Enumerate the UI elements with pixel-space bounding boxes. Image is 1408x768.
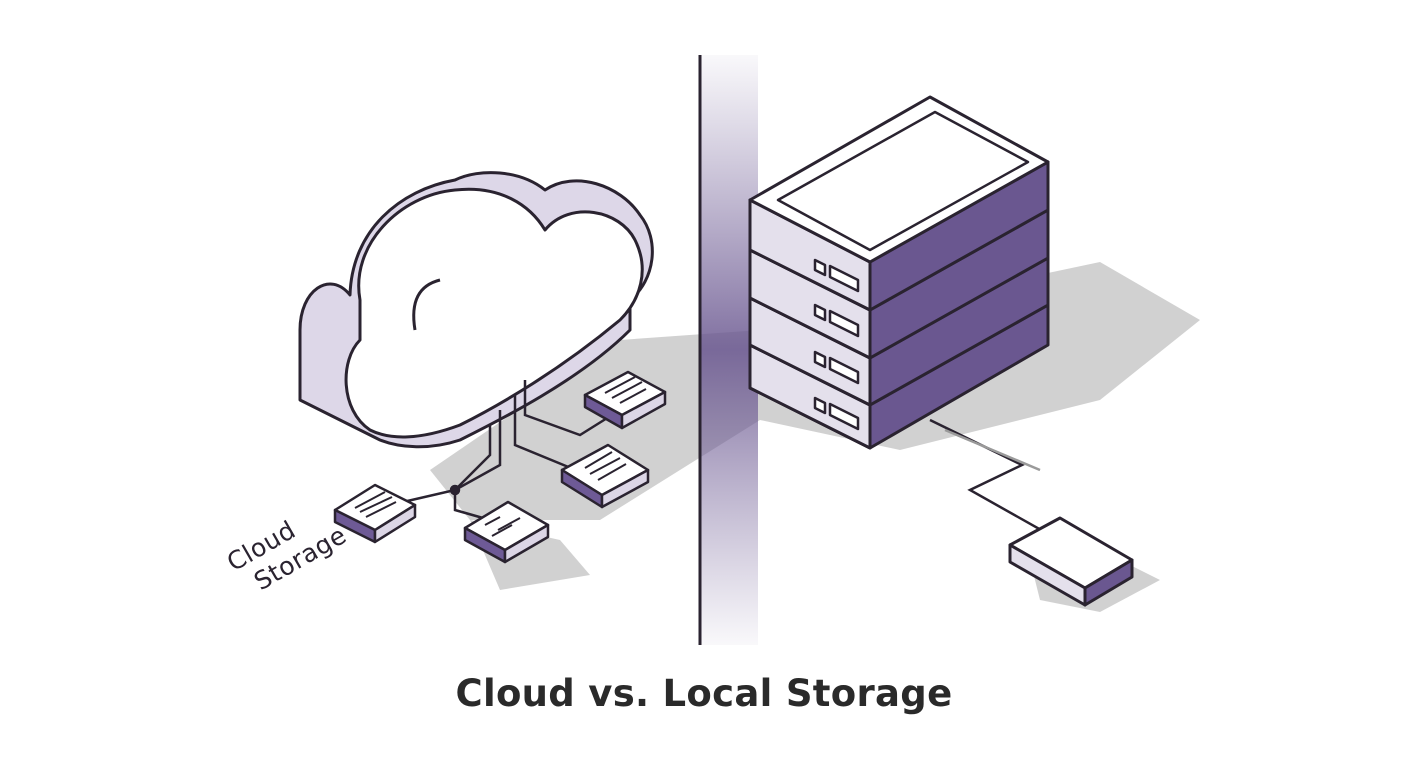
divider-glow (700, 55, 758, 645)
file-module-2 (463, 500, 550, 564)
server-stack-icon (748, 95, 1050, 450)
file-module-3 (560, 443, 650, 509)
page-title: Cloud vs. Local Storage (455, 672, 953, 715)
server-top (748, 95, 1050, 264)
file-module-4 (583, 370, 667, 430)
cloud-icon (298, 171, 654, 449)
server-cable (929, 418, 1051, 537)
file-module-1 (333, 483, 417, 544)
external-drive-icon (1008, 516, 1134, 607)
